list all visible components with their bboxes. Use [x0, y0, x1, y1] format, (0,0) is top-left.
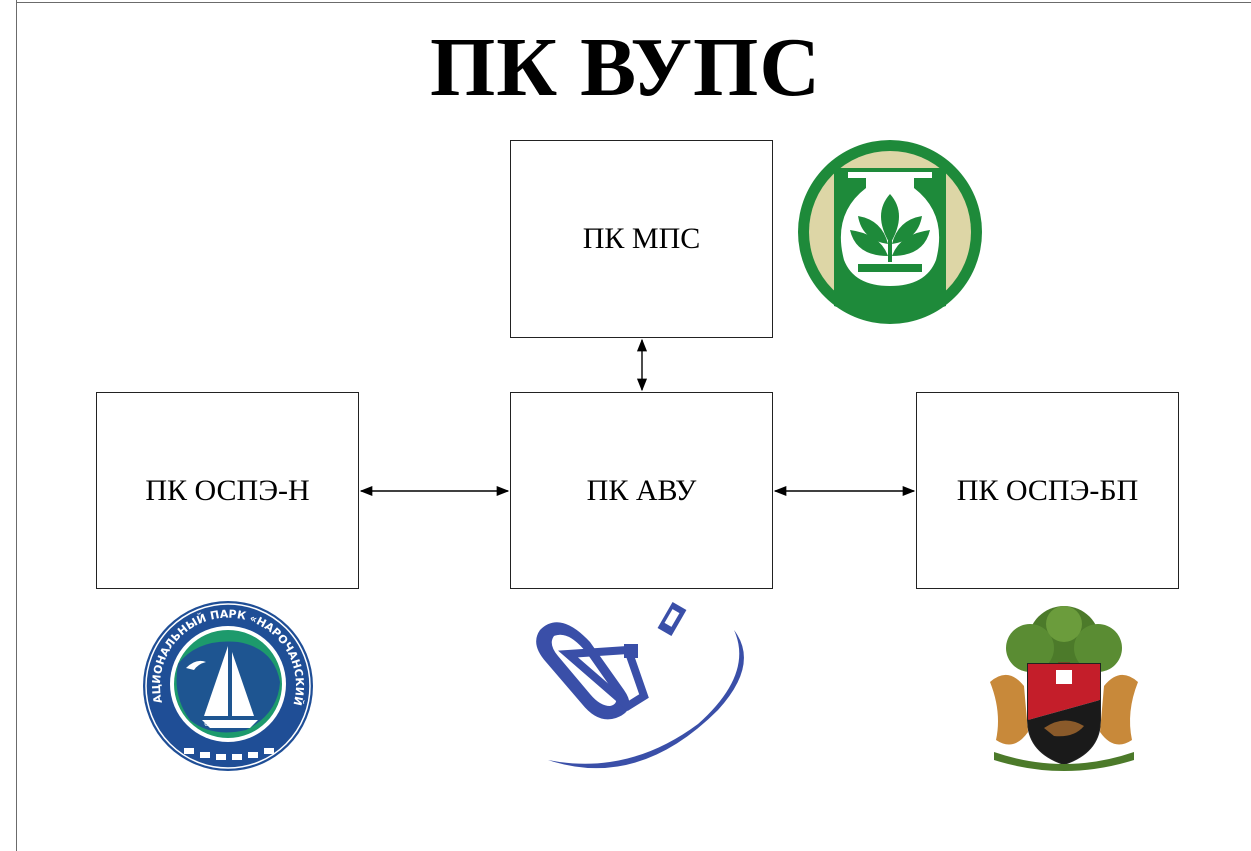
node-pk-ospe-bp: ПК ОСПЭ-БП [916, 392, 1179, 589]
node-pk-ospe-n-label: ПК ОСПЭ-Н [145, 473, 310, 507]
page-title: ПК ВУПС [429, 21, 822, 114]
satellite-dish-logo [536, 602, 744, 769]
node-pk-avu: ПК АВУ [510, 392, 773, 589]
node-pk-ospe-n: ПК ОСПЭ-Н [96, 392, 359, 589]
mps-emblem-logo [798, 140, 982, 324]
node-pk-mps: ПК МПС [510, 140, 773, 338]
node-pk-mps-label: ПК МПС [582, 222, 701, 255]
coat-of-arms-logo [990, 606, 1138, 771]
naroch-lake-text: оз. НАРОЧЬ [204, 719, 252, 728]
frame-left-border [16, 0, 17, 851]
naroch-park-logo: НАЦИОНАЛЬНЫЙ ПАРК «НАРОЧАНСКИЙ» оз. НАРО… [142, 598, 313, 771]
node-pk-ospe-bp-label: ПК ОСПЭ-БП [956, 473, 1139, 507]
node-pk-avu-label: ПК АВУ [586, 473, 697, 507]
frame-top-border [16, 2, 1251, 3]
